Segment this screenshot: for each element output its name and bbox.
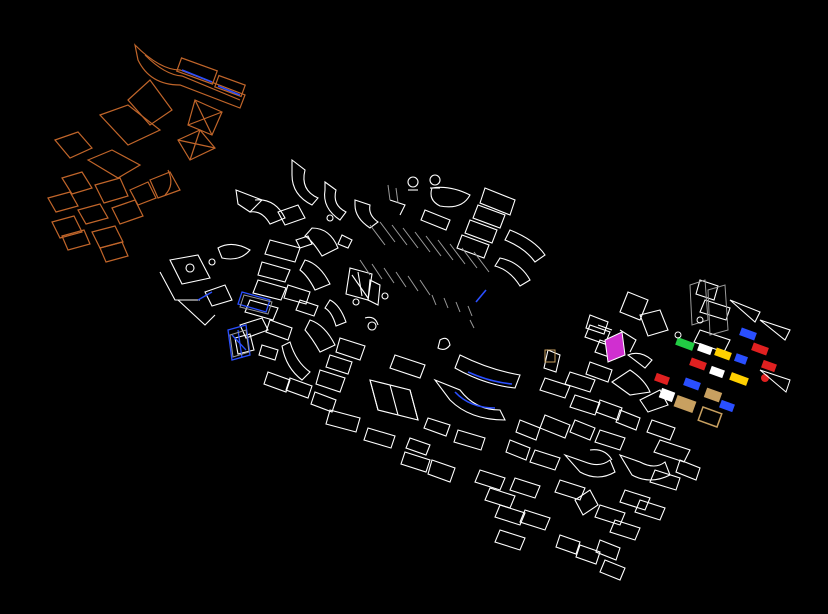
orange-furniture-group[interactable] [47, 43, 246, 263]
blue-detail-left [197, 291, 271, 361]
gray-row-fixtures [359, 184, 490, 329]
blue-accent-lines [181, 69, 241, 96]
colored-detail-cluster[interactable] [544, 279, 791, 428]
gray-detail-left [229, 294, 273, 358]
white-furniture-group-left[interactable] [159, 158, 389, 413]
blue-detail-center [454, 289, 513, 409]
white-furniture-group-center[interactable] [325, 174, 546, 483]
white-furniture-group-right[interactable] [474, 279, 791, 581]
